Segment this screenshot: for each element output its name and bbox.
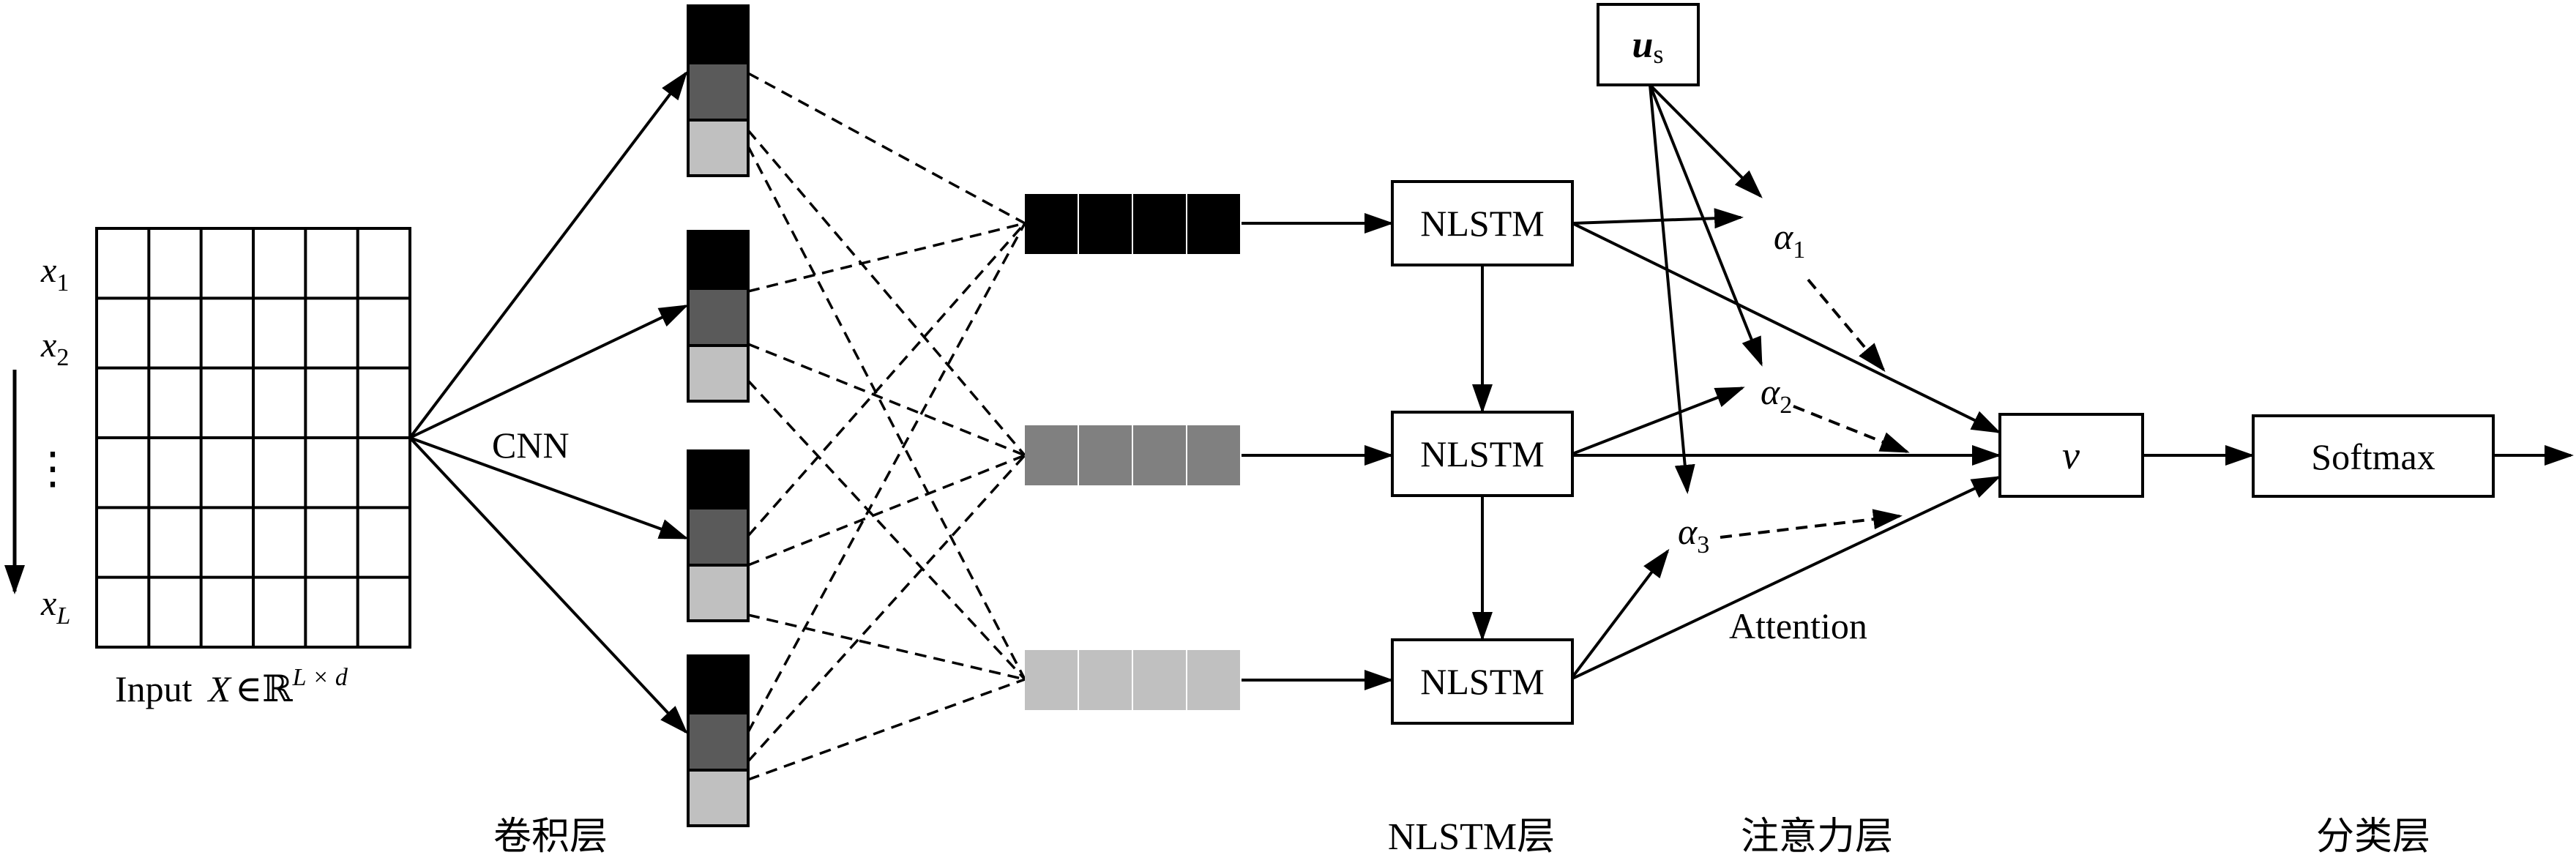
connection-c2-mid bbox=[747, 343, 1026, 457]
layer-label-classify: 分类层 bbox=[2316, 816, 2430, 858]
vector-cell bbox=[1079, 650, 1132, 710]
row-label-x1: x1 bbox=[40, 251, 69, 296]
feature-map-connections bbox=[747, 72, 1026, 781]
feature-cell-black bbox=[687, 4, 750, 64]
nlstm-to-v-arrows bbox=[1572, 222, 2001, 680]
nlstm-to-alpha-arrows bbox=[1571, 208, 1745, 679]
us-to-alpha2 bbox=[1649, 84, 1763, 367]
us-arrows bbox=[1649, 83, 1763, 494]
us-to-alpha1 bbox=[1649, 83, 1763, 198]
cnn-label: CNN bbox=[492, 425, 570, 466]
connection-c1-mid bbox=[747, 129, 1026, 457]
vector-cell bbox=[1079, 425, 1132, 485]
feature-cell-dark bbox=[687, 712, 750, 772]
connection-c1-bottom bbox=[747, 146, 1026, 680]
softmax-block: Softmax bbox=[2252, 414, 2495, 498]
feature-vector-light bbox=[1025, 650, 1240, 710]
feature-vectors bbox=[1025, 194, 1240, 710]
layer-label-nlstm: NLSTM层 bbox=[1388, 816, 1555, 858]
nlstm-label: NLSTM bbox=[1420, 203, 1544, 244]
attention-output-v: v bbox=[1998, 413, 2144, 498]
h1-to-v bbox=[1572, 222, 2001, 433]
input-row-labels: x1 x2 ⋮ xL bbox=[31, 251, 75, 630]
vector-cell bbox=[1025, 650, 1078, 710]
cnn-arrow-2 bbox=[409, 305, 689, 439]
vector-cell bbox=[1133, 425, 1186, 485]
conv-feature-maps bbox=[687, 4, 750, 827]
context-vector-us: us bbox=[1597, 3, 1700, 86]
vector-to-nlstm-arrows bbox=[1242, 213, 1394, 690]
feature-cell-black bbox=[687, 654, 750, 714]
feature-cell-dark bbox=[687, 507, 750, 567]
connection-c4-top bbox=[747, 223, 1026, 733]
feature-cell-black bbox=[687, 449, 750, 509]
connection-c3-mid bbox=[747, 454, 1026, 567]
feature-vector-black bbox=[1025, 194, 1240, 254]
connection-c2-top bbox=[747, 222, 1026, 293]
us-to-alpha3 bbox=[1649, 84, 1695, 494]
cnn-arrows bbox=[408, 70, 689, 734]
connection-c4-bottom bbox=[747, 678, 1026, 781]
connection-c3-top bbox=[747, 222, 1026, 537]
connection-c4-mid bbox=[747, 454, 1026, 763]
softmax-label: Softmax bbox=[2311, 436, 2435, 477]
alpha-1: α1 bbox=[1774, 216, 1805, 264]
vector-cell bbox=[1133, 194, 1186, 254]
cnn-arrow-4 bbox=[408, 436, 688, 734]
nlstm-label: NLSTM bbox=[1420, 661, 1544, 702]
input-matrix bbox=[95, 227, 411, 649]
connection-c2-bottom bbox=[747, 379, 1026, 681]
feature-cell-light bbox=[687, 769, 750, 827]
cnn-arrow-3 bbox=[409, 436, 689, 540]
connection-c3-bottom bbox=[747, 613, 1026, 681]
alpha-3: α3 bbox=[1678, 511, 1709, 559]
svg-text:us: us bbox=[1632, 24, 1664, 69]
cnn-arrow-1 bbox=[408, 70, 688, 439]
vector-cell bbox=[1187, 650, 1240, 710]
feature-cell-light bbox=[687, 344, 750, 403]
nlstm-cell-2: NLSTM bbox=[1391, 411, 1574, 497]
feature-cell-light bbox=[687, 119, 750, 177]
feature-cell-dark bbox=[687, 287, 750, 347]
feature-cell-dark bbox=[687, 61, 750, 122]
vector-cell bbox=[1187, 194, 1240, 254]
vector-cell bbox=[1187, 425, 1240, 485]
h2-to-alpha2 bbox=[1572, 387, 1745, 455]
alpha-2: α2 bbox=[1761, 371, 1792, 419]
layer-label-attention: 注意力层 bbox=[1741, 816, 1893, 858]
vector-cell bbox=[1133, 650, 1186, 710]
alpha2-weight-arrow bbox=[1793, 405, 1910, 453]
layer-label-conv: 卷积层 bbox=[493, 816, 608, 858]
alpha3-weight-arrow bbox=[1720, 509, 1903, 539]
conv-feature-column-2 bbox=[687, 230, 750, 403]
nlstm-cell-3: NLSTM bbox=[1391, 638, 1574, 725]
input-matrix-grid bbox=[97, 228, 410, 647]
feature-cell-black bbox=[687, 230, 750, 290]
h1-to-alpha1 bbox=[1572, 208, 1744, 229]
conv-feature-column-4 bbox=[687, 654, 750, 827]
conv-feature-column-3 bbox=[687, 449, 750, 622]
nlstm-label: NLSTM bbox=[1420, 433, 1544, 474]
vector-cell bbox=[1079, 194, 1132, 254]
vector-cell bbox=[1025, 425, 1078, 485]
nlstm-cell-1: NLSTM bbox=[1391, 180, 1574, 266]
alpha1-weight-arrow bbox=[1807, 278, 1886, 373]
alpha-weight-arrows bbox=[1720, 278, 1910, 539]
row-label-xL: xL bbox=[40, 584, 70, 630]
v-label: v bbox=[2062, 433, 2080, 477]
h3-to-alpha3 bbox=[1571, 548, 1670, 679]
vector-cell bbox=[1025, 194, 1078, 254]
feature-cell-light bbox=[687, 564, 750, 622]
conv-feature-column-1 bbox=[687, 4, 750, 177]
row-ellipsis: ⋮ bbox=[31, 444, 75, 493]
connection-c1-top bbox=[747, 72, 1026, 225]
feature-vector-gray bbox=[1025, 425, 1240, 485]
h3-to-v bbox=[1572, 476, 2001, 680]
row-label-x2: x2 bbox=[40, 326, 69, 371]
attention-label: Attention bbox=[1729, 605, 1867, 646]
